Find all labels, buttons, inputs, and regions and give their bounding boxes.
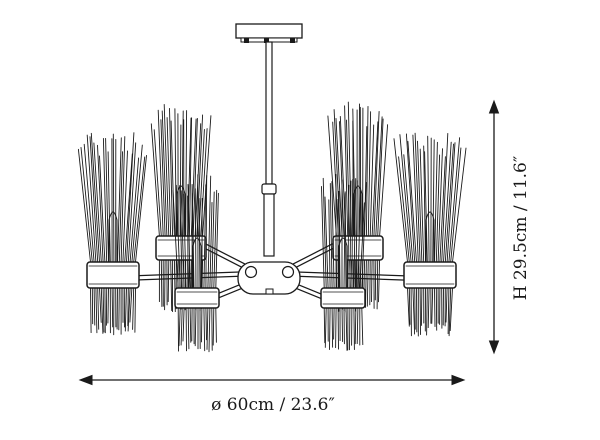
canopy-screw-1 xyxy=(264,38,269,43)
downrod-lower xyxy=(263,193,275,257)
cluster-front-right-band xyxy=(320,287,366,309)
cluster-outer-right xyxy=(393,132,467,337)
hub-knob-right xyxy=(281,265,295,279)
hub-knob-left xyxy=(244,265,258,279)
downrod xyxy=(265,41,273,185)
cluster-front-right xyxy=(320,174,367,351)
cluster-outer-left-band xyxy=(86,261,140,289)
cluster-back-left-candle xyxy=(176,185,186,237)
hub-switch xyxy=(265,288,274,295)
dimension-arrow-vertical xyxy=(488,99,500,355)
cluster-outer-right-band xyxy=(403,261,457,289)
cluster-front-left-band xyxy=(174,287,220,309)
height-dimension-label: H 29.5cm / 11.6″ xyxy=(511,156,531,300)
chandelier-drawing xyxy=(77,23,467,353)
cluster-outer-left xyxy=(77,132,147,336)
ceiling-canopy xyxy=(235,23,303,39)
downrod-collar xyxy=(261,183,277,195)
canopy-screw-0 xyxy=(244,38,249,43)
cluster-front-left xyxy=(172,174,220,353)
canopy-screw-2 xyxy=(290,38,295,43)
dimension-arrow-horizontal xyxy=(78,374,466,386)
width-dimension-label: ø 60cm / 23.6″ xyxy=(211,395,335,415)
